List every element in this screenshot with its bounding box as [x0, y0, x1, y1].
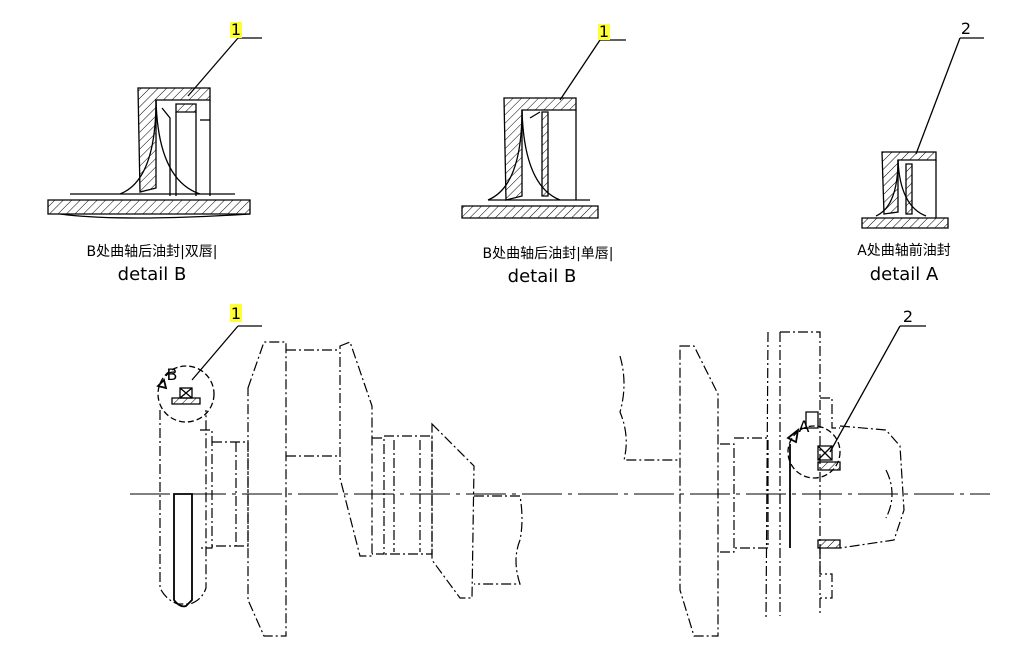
view-label-b: B — [167, 365, 178, 384]
detail-caption-cn: A处曲轴前油封 — [857, 242, 951, 259]
detail-caption-en: detail B — [508, 266, 577, 287]
detail-b-double-callout: 1 — [187, 20, 262, 97]
crankshaft-rear-end — [159, 341, 523, 637]
crankshaft-front-end: A 2 — [619, 307, 926, 637]
detail-a-front-seal — [861, 151, 949, 229]
callout-number: 2 — [903, 307, 913, 326]
detail-b-single-callout: 1 — [559, 22, 626, 101]
callout-number: 1 — [231, 20, 241, 39]
detail-b-single-lip — [461, 97, 599, 219]
callout-highlight — [598, 24, 610, 40]
detail-a-callout: 2 — [915, 19, 984, 155]
callout-highlight — [230, 304, 242, 322]
callout-number: 1 — [599, 22, 609, 41]
view-label-a: A — [799, 417, 810, 436]
detail-b-double-lip — [47, 87, 251, 219]
callout-number: 2 — [961, 19, 971, 38]
detail-b-marker: B 1 — [156, 304, 262, 423]
callout-number: 1 — [231, 304, 241, 323]
callout-highlight — [230, 22, 242, 38]
detail-caption-cn: B处曲轴后油封|双唇| — [86, 244, 217, 260]
detail-caption-cn: B处曲轴后油封|单唇| — [482, 246, 613, 262]
detail-caption-en: detail B — [118, 264, 187, 285]
detail-caption-en: detail A — [870, 264, 939, 285]
